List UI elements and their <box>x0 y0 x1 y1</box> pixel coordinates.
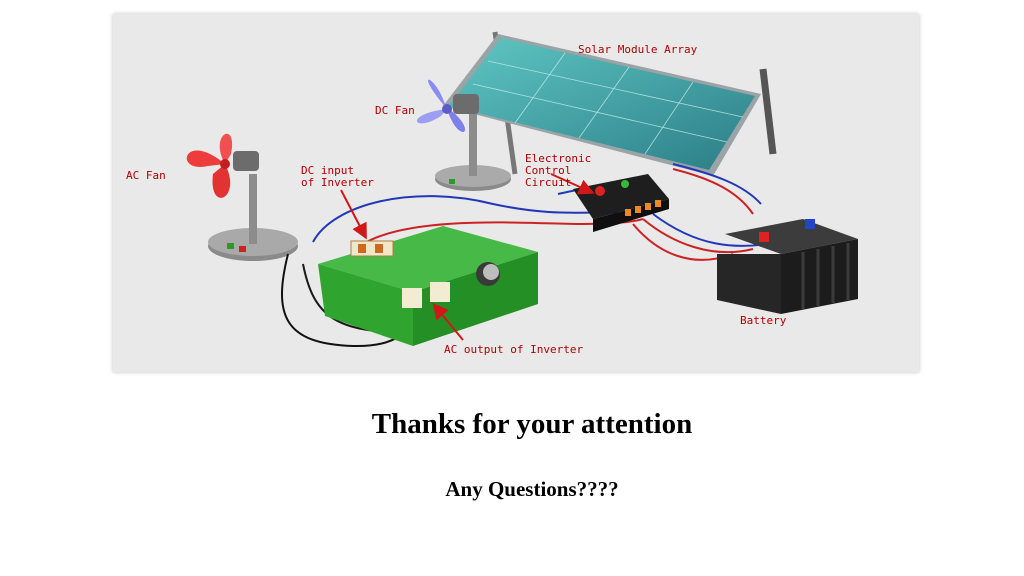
solar-panel-icon <box>443 31 777 176</box>
battery-icon <box>717 219 858 314</box>
fan-icon <box>186 133 298 261</box>
dc-fan-label: DC Fan <box>375 104 415 117</box>
diagram-frame: Solar Module Array DC Fan AC Fan DC inpu… <box>113 14 919 372</box>
battery-label: Battery <box>740 314 787 327</box>
solar-system-diagram: Solar Module Array DC Fan AC Fan DC inpu… <box>126 31 858 356</box>
control-circuit-label-line3: Circuit <box>525 176 571 189</box>
control-circuit-label-line2: Control <box>525 164 571 177</box>
subheading: Any Questions???? <box>445 477 619 501</box>
ac-output-label: AC output of Inverter <box>444 343 583 356</box>
arrow-icon <box>340 173 595 341</box>
solar-array-label: Solar Module Array <box>578 43 698 56</box>
heading: Thanks for your attention <box>371 408 693 440</box>
control-circuit-label-line1: Electronic <box>525 152 591 165</box>
ac-fan-label: AC Fan <box>126 169 166 182</box>
dc-input-label-line1: DC input <box>301 164 354 177</box>
controller-icon <box>573 174 669 232</box>
dc-input-label-line2: of Inverter <box>301 176 374 189</box>
fan-icon <box>416 79 511 191</box>
inverter-icon <box>318 226 538 346</box>
